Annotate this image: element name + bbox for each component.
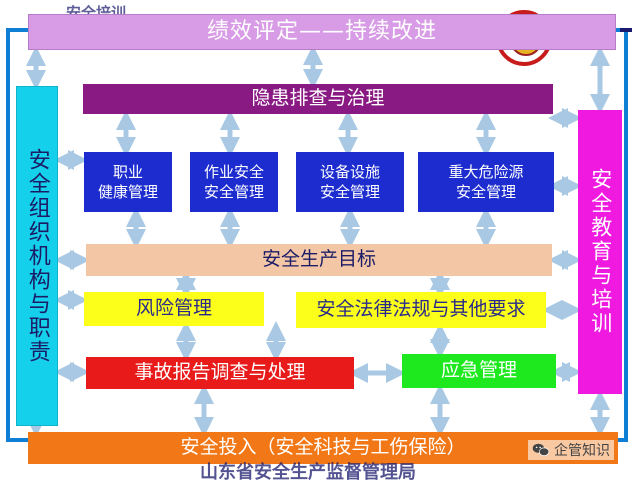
- emergency-management-box: 应急管理: [402, 354, 556, 388]
- mgmt-line2: 安全管理: [319, 183, 380, 201]
- brand-label: 企管知识: [554, 443, 610, 459]
- major-hazard-box: 重大危险源 安全管理: [418, 152, 554, 212]
- occupational-health-box: 职业 健康管理: [84, 152, 172, 212]
- mgmt-line1: 设备设施: [319, 162, 380, 181]
- safety-goal-box: 安全生产目标: [86, 244, 552, 276]
- mgmt-line2: 安全管理: [203, 183, 264, 201]
- safety-education-box: 安全教育与培训: [578, 110, 622, 394]
- mgmt-line1: 重大危险源: [448, 162, 524, 181]
- safety-education-label: 安全教育与培训: [588, 168, 613, 336]
- mgmt-line2: 安全管理: [455, 183, 516, 201]
- mgmt-line1: 作业安全: [203, 162, 264, 181]
- performance-evaluation-box: 绩效评定——持续改进: [28, 14, 616, 50]
- safety-organization-label: 安全组织机构与职责: [24, 148, 50, 364]
- safety-law-box: 安全法律法规与其他要求: [296, 292, 546, 328]
- brand-tag: 企管知识: [528, 440, 614, 460]
- risk-management-box: 风险管理: [84, 292, 264, 326]
- accident-report-box: 事故报告调查与处理: [86, 357, 354, 389]
- watermark-bottom: 山东省安全生产监督管理局: [200, 462, 416, 483]
- equipment-safety-box: 设备设施 安全管理: [296, 152, 404, 212]
- safety-investment-box: 安全投入（安全科技与工伤保险）: [28, 432, 618, 464]
- operation-safety-box: 作业安全 安全管理: [190, 152, 278, 212]
- hazard-investigation-box: 隐患排查与治理: [83, 84, 553, 114]
- mgmt-line1: 职业: [112, 162, 143, 181]
- wechat-icon: [532, 443, 550, 456]
- safety-organization-box: 安全组织机构与职责: [16, 86, 58, 426]
- mgmt-line2: 健康管理: [97, 183, 158, 201]
